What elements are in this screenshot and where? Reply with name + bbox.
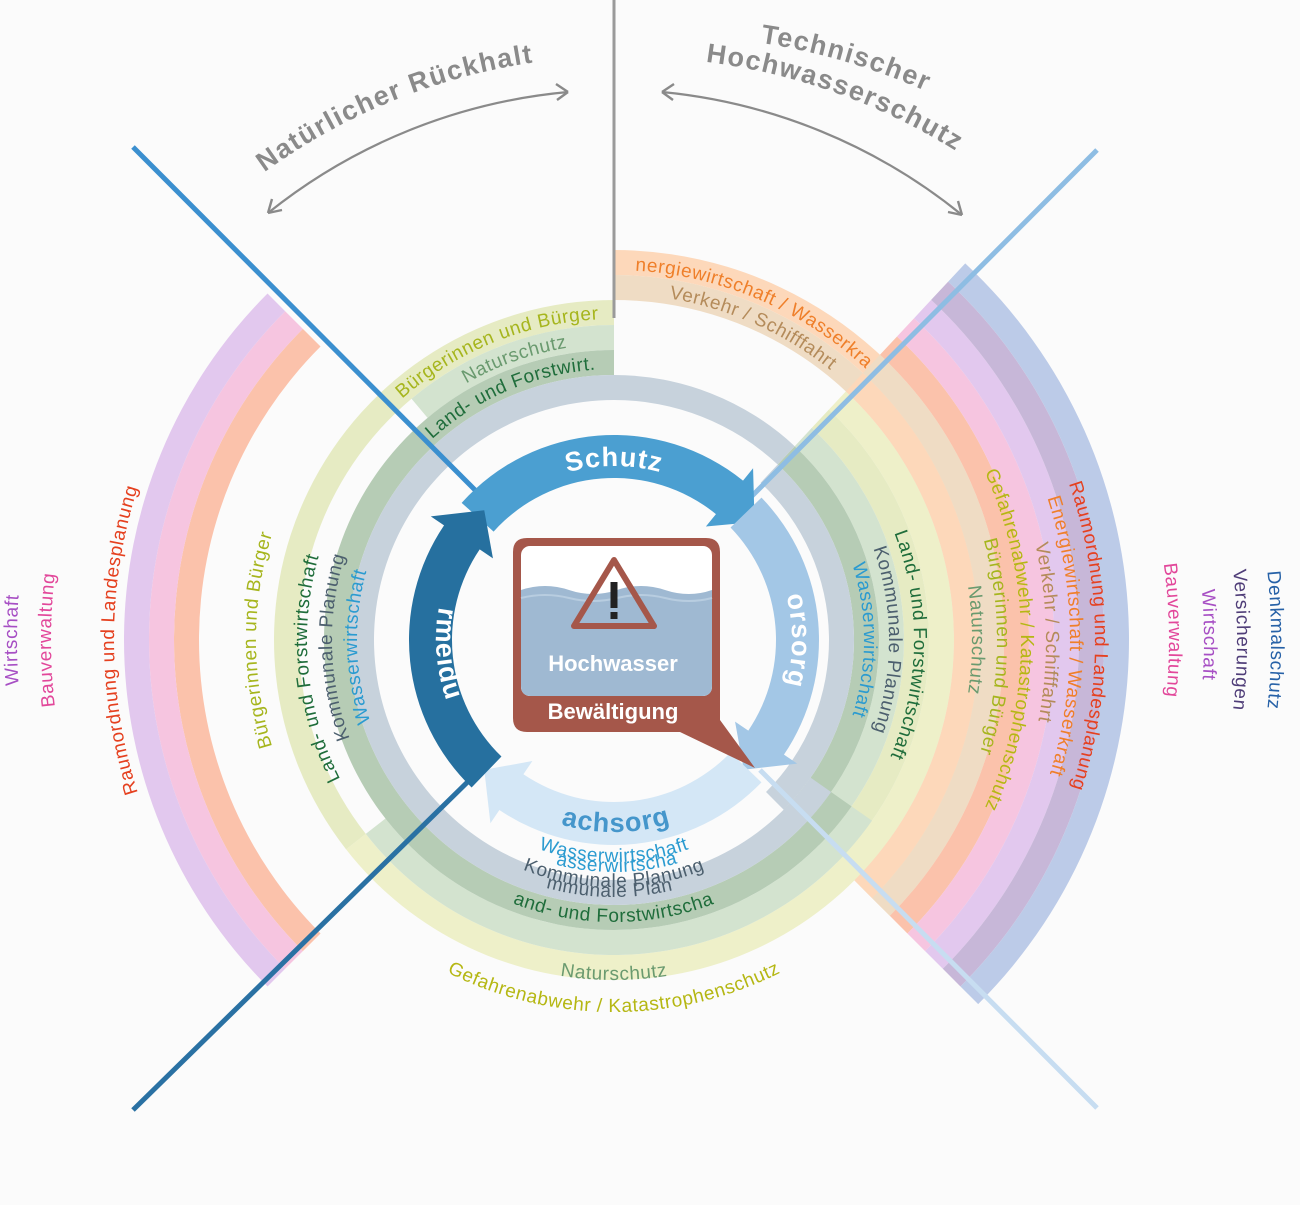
ring-band-gefahrenabwehr	[346, 820, 893, 981]
ring-band-naturschutz	[365, 806, 873, 956]
cycle-arrow-nachsorge	[484, 752, 762, 845]
water-area	[521, 586, 712, 696]
heading-left-text: Natürlicher Rückhalt	[250, 39, 535, 178]
hochwasser-label: Hochwasser	[548, 651, 678, 676]
ring-band-naturschutz	[411, 325, 614, 418]
ring-label-buergerinnen: Bürgerinnen und Bürger	[240, 529, 277, 751]
divider-lower-left	[131, 758, 492, 1112]
ring-label-versicherungen: Versicherungen	[1228, 568, 1253, 712]
ring-band-kommunale-planung	[614, 375, 795, 465]
ring-band-raumordnung	[174, 328, 321, 952]
flood-event-sign: Hochwasser Bewältigung	[513, 538, 755, 768]
ring-band-bauverwaltung	[149, 311, 303, 969]
cycle-arrow-schutz	[461, 435, 755, 532]
divider-lower-right	[758, 768, 1099, 1110]
heading-natural-retention: Natürlicher Rückhalt	[250, 39, 569, 215]
ring-band-versicherungen	[931, 281, 1104, 987]
bewaeltigung-label: Bewältigung	[548, 699, 679, 724]
ring-label-wirtschaft: Wirtschaft	[1197, 589, 1220, 682]
double-arrow-right-icon	[661, 90, 963, 216]
divider-upper-right	[746, 148, 1099, 502]
cycle-arrow-vermeidung	[408, 510, 502, 788]
ring-band-bauverwaltung	[897, 318, 1055, 952]
ring-band-kommunale-planung	[760, 464, 854, 810]
ring-band-buergerinnen	[811, 409, 929, 863]
ring-band-gefahrenabwehr	[828, 391, 955, 881]
ring-band-verkehr	[862, 354, 1004, 916]
double-arrow-left-icon	[267, 90, 569, 214]
ring-label-bauverwaltung: Bauverwaltung	[35, 572, 60, 709]
ring-band-denkmalschutz	[948, 263, 1129, 1005]
ring-band-naturschutz	[794, 427, 904, 846]
ring-label-wirtschaft: Wirtschaft	[1, 594, 24, 687]
cycle-arrow-vorsorge	[730, 497, 819, 770]
ring-label-bauverwaltung: Bauverwaltung	[1159, 562, 1185, 699]
ring-label-naturschutz: Naturschutz	[963, 584, 988, 696]
ring-band-buergerinnen	[273, 300, 614, 850]
stakeholder-ring-bands	[123, 250, 1129, 1005]
heading-technical-flood-protection: Technischer Hochwasserschutz	[661, 19, 968, 217]
divider-upper-left	[131, 145, 492, 507]
ring-label-denkmalschutz: Denkmalschutz	[1262, 570, 1287, 711]
ring-band-energie	[845, 373, 980, 899]
ring-band-raumordnung	[879, 336, 1030, 934]
ring-band-wirtschaft	[123, 293, 286, 987]
ring-band-wirtschaft	[914, 299, 1079, 969]
warning-triangle-icon	[571, 557, 657, 629]
ring-band-land-forst	[777, 446, 879, 828]
sector-dividers	[131, 0, 1099, 1112]
ring-label-naturschutz: Naturschutz	[559, 960, 668, 985]
